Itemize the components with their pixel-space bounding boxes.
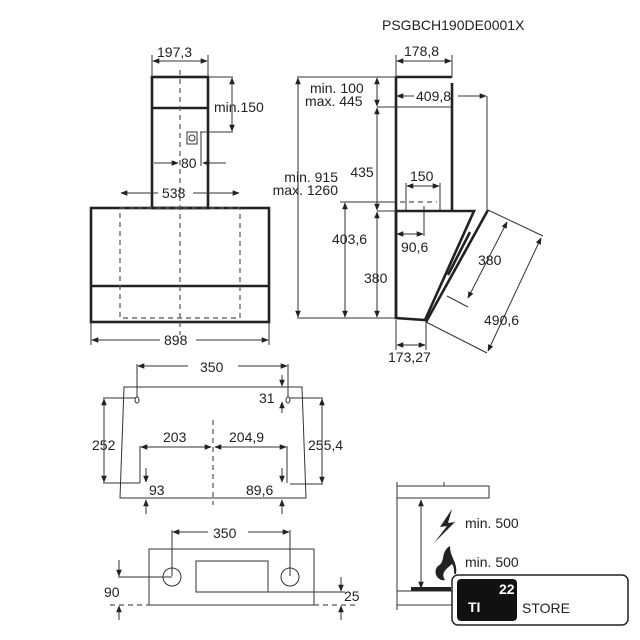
gas-clearance: min. 500 (465, 554, 519, 570)
dim-31: 31 (259, 390, 275, 406)
dim-350-bracket: 350 (213, 525, 237, 541)
dim-93: 93 (149, 482, 165, 498)
front-view: 197,3 min.150 80 538 898 (89, 44, 271, 348)
mounting-view: 350 31 252 203 204,9 255,4 93 89,6 (92, 359, 343, 514)
logo-ti: TI (468, 599, 480, 615)
dim-min-150: min.150 (214, 99, 264, 115)
dim-150: 150 (410, 168, 434, 184)
dim-252: 252 (92, 437, 116, 453)
dim-173-27: 173,27 (388, 349, 431, 365)
lightning-icon (434, 509, 455, 543)
flame-icon (435, 546, 457, 581)
dim-255-4: 255,4 (308, 437, 343, 453)
dim-898: 898 (164, 332, 188, 348)
dim-350-top: 350 (200, 359, 224, 375)
clearance-view: min. 500 min. 500 (396, 482, 519, 610)
dim-duct-depth: 178,8 (404, 43, 439, 59)
logo-sup: 22 (499, 581, 515, 597)
side-view: 178,8 409,8 min. 100 max. 445 435 min. 9… (273, 43, 544, 365)
dim-203: 203 (163, 429, 187, 445)
dim-435: 435 (350, 164, 374, 180)
dim-403-6: 403,6 (332, 231, 367, 247)
dim-min-915: min. 915 (284, 169, 338, 185)
bracket-view: 350 90 25 (104, 525, 360, 620)
dim-89-6: 89,6 (246, 482, 273, 498)
dim-90: 90 (104, 584, 120, 600)
dim-duct-width: 197,3 (157, 44, 192, 60)
dim-25: 25 (344, 588, 360, 604)
electric-clearance: min. 500 (465, 515, 519, 531)
dim-min-100: min. 100 (310, 80, 364, 96)
dim-204-9: 204,9 (229, 429, 264, 445)
dim-380-height: 380 (364, 270, 388, 286)
dim-max-445: max. 445 (305, 93, 363, 109)
store-logo: TI 22 STORE (451, 574, 629, 626)
dim-380-panel: 380 (478, 252, 502, 268)
dim-538: 538 (162, 185, 186, 201)
dim-90-6: 90,6 (401, 239, 428, 255)
dim-80: 80 (181, 155, 197, 171)
dim-max-1260: max. 1260 (273, 182, 339, 198)
model-code: PSGBCH190DE0001X (382, 17, 525, 33)
dim-490-6: 490,6 (484, 312, 519, 328)
socket-icon (186, 131, 198, 145)
logo-store: STORE (522, 600, 570, 616)
dim-409-8: 409,8 (416, 88, 451, 104)
